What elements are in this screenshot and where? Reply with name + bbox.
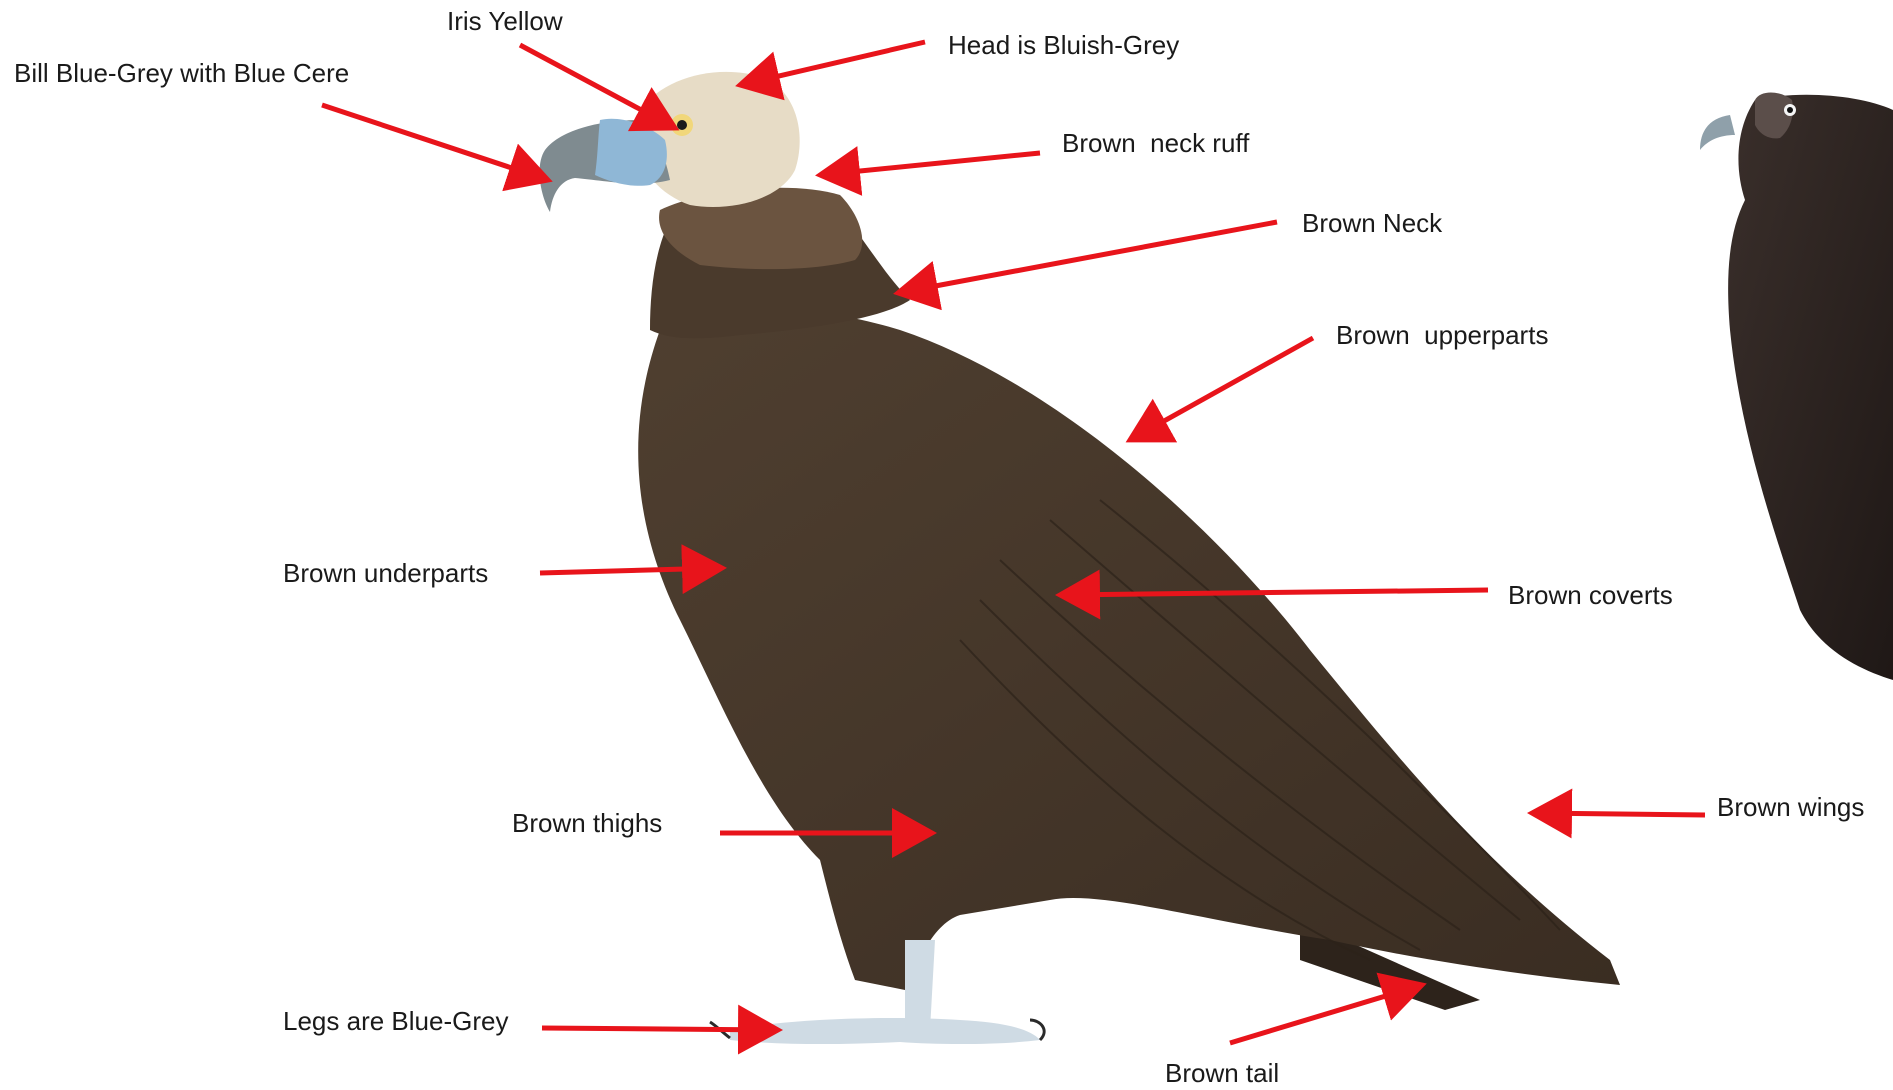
arrow-bill bbox=[322, 105, 548, 180]
label-wings: Brown wings bbox=[1717, 794, 1864, 820]
label-bill: Bill Blue-Grey with Blue Cere bbox=[14, 60, 349, 86]
arrow-neck-ruff bbox=[820, 153, 1040, 175]
label-underparts: Brown underparts bbox=[283, 560, 488, 586]
arrow-tail bbox=[1230, 985, 1422, 1043]
arrow-iris bbox=[520, 45, 675, 128]
arrow-head bbox=[740, 42, 925, 85]
label-iris: Iris Yellow bbox=[447, 8, 563, 34]
label-neck-ruff: Brown neck ruff bbox=[1062, 130, 1249, 156]
label-tail: Brown tail bbox=[1165, 1060, 1279, 1086]
arrow-legs bbox=[542, 1028, 778, 1030]
label-upperparts: Brown upperparts bbox=[1336, 322, 1548, 348]
arrow-neck bbox=[898, 222, 1277, 293]
label-neck: Brown Neck bbox=[1302, 210, 1442, 236]
label-legs: Legs are Blue-Grey bbox=[283, 1008, 508, 1034]
arrow-wings bbox=[1532, 813, 1705, 815]
label-head: Head is Bluish-Grey bbox=[948, 32, 1179, 58]
vulture-body bbox=[638, 309, 1620, 990]
arrow-upperparts bbox=[1130, 338, 1313, 440]
vulture-illustration bbox=[540, 72, 1620, 1044]
label-coverts: Brown coverts bbox=[1508, 582, 1673, 608]
vulture-photo-inset bbox=[1700, 93, 1893, 681]
vulture-leg bbox=[905, 940, 935, 1030]
label-thighs: Brown thighs bbox=[512, 810, 662, 836]
